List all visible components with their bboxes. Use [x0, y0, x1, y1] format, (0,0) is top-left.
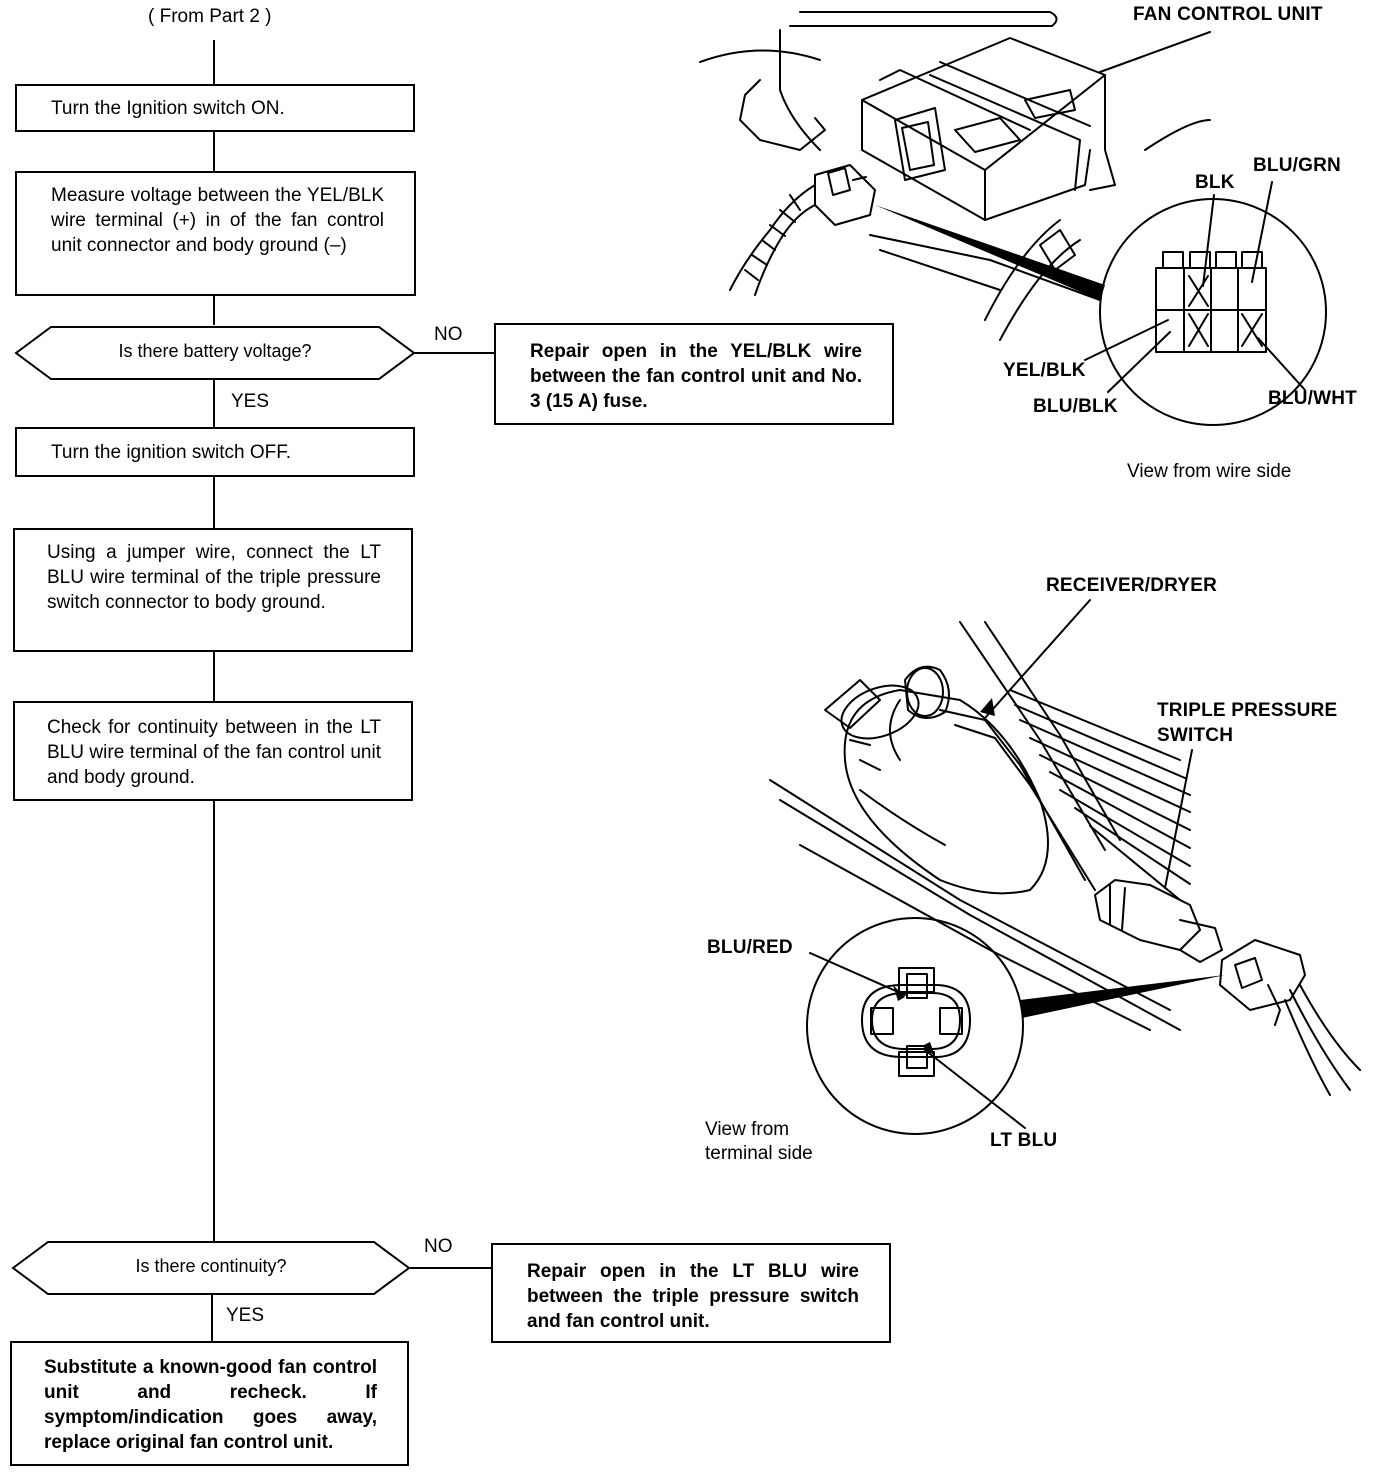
connector-line: [213, 377, 215, 427]
no-label: NO: [434, 324, 463, 345]
connector-line: [213, 131, 215, 171]
repair-yel-blk: Repair open in the YEL/BLK wire between …: [494, 323, 894, 425]
receiver-dryer-label: RECEIVER/DRYER: [1046, 575, 1218, 596]
triple-pressure-switch-label-line1: TRIPLE PRESSURE: [1157, 700, 1338, 721]
wire-label-lt-blu: LT BLU: [990, 1130, 1058, 1151]
step-jumper-wire: Using a jumper wire, connect the LT BLU …: [13, 528, 413, 652]
connector-line: [213, 800, 215, 1242]
final-substitute-unit: Substitute a known-good fan control unit…: [10, 1341, 409, 1466]
wire-label-blu-red: BLU/RED: [707, 937, 793, 958]
wire-label-blu-wht: BLU/WHT: [1268, 388, 1357, 409]
step-ignition-on: Turn the Ignition switch ON.: [15, 84, 415, 132]
decision-battery-voltage: Is there battery voltage?: [118, 341, 312, 361]
no-connector-line: [410, 1267, 492, 1269]
decision-continuity: Is there continuity?: [135, 1256, 287, 1276]
step-check-continuity: Check for continuity between in the LT B…: [13, 701, 413, 801]
yes-label: YES: [226, 1305, 265, 1326]
from-part-label: ( From Part 2 ): [148, 6, 272, 27]
wire-label-blu-grn: BLU/GRN: [1253, 155, 1341, 176]
connector-line: [213, 477, 215, 528]
no-label: NO: [424, 1236, 453, 1257]
view-from-terminal-side-note-line1: View from: [705, 1119, 790, 1140]
repair-lt-blu: Repair open in the LT BLU wire between t…: [491, 1243, 891, 1343]
wire-label-yel-blk: YEL/BLK: [1003, 360, 1086, 381]
yes-label: YES: [231, 391, 270, 412]
decision-diamond: [11, 1241, 411, 1295]
wire-label-blu-blk: BLU/BLK: [1033, 396, 1118, 417]
view-from-terminal-side-note-line2: terminal side: [705, 1143, 813, 1164]
decision-diamond: [14, 326, 416, 380]
connector-line: [211, 1294, 213, 1342]
step-ignition-off: Turn the ignition switch OFF.: [15, 427, 415, 477]
fan-control-unit-label: FAN CONTROL UNIT: [1133, 4, 1323, 25]
triple-pressure-switch-label-line2: SWITCH: [1157, 725, 1234, 746]
connector-line: [213, 295, 215, 325]
connector-line: [213, 40, 215, 84]
connector-line: [213, 651, 215, 701]
view-from-wire-side-note: View from wire side: [1127, 461, 1292, 482]
step-measure-voltage: Measure voltage between the YEL/BLK wire…: [15, 171, 416, 296]
no-connector-line: [414, 352, 496, 354]
wire-label-blk: BLK: [1195, 172, 1235, 193]
